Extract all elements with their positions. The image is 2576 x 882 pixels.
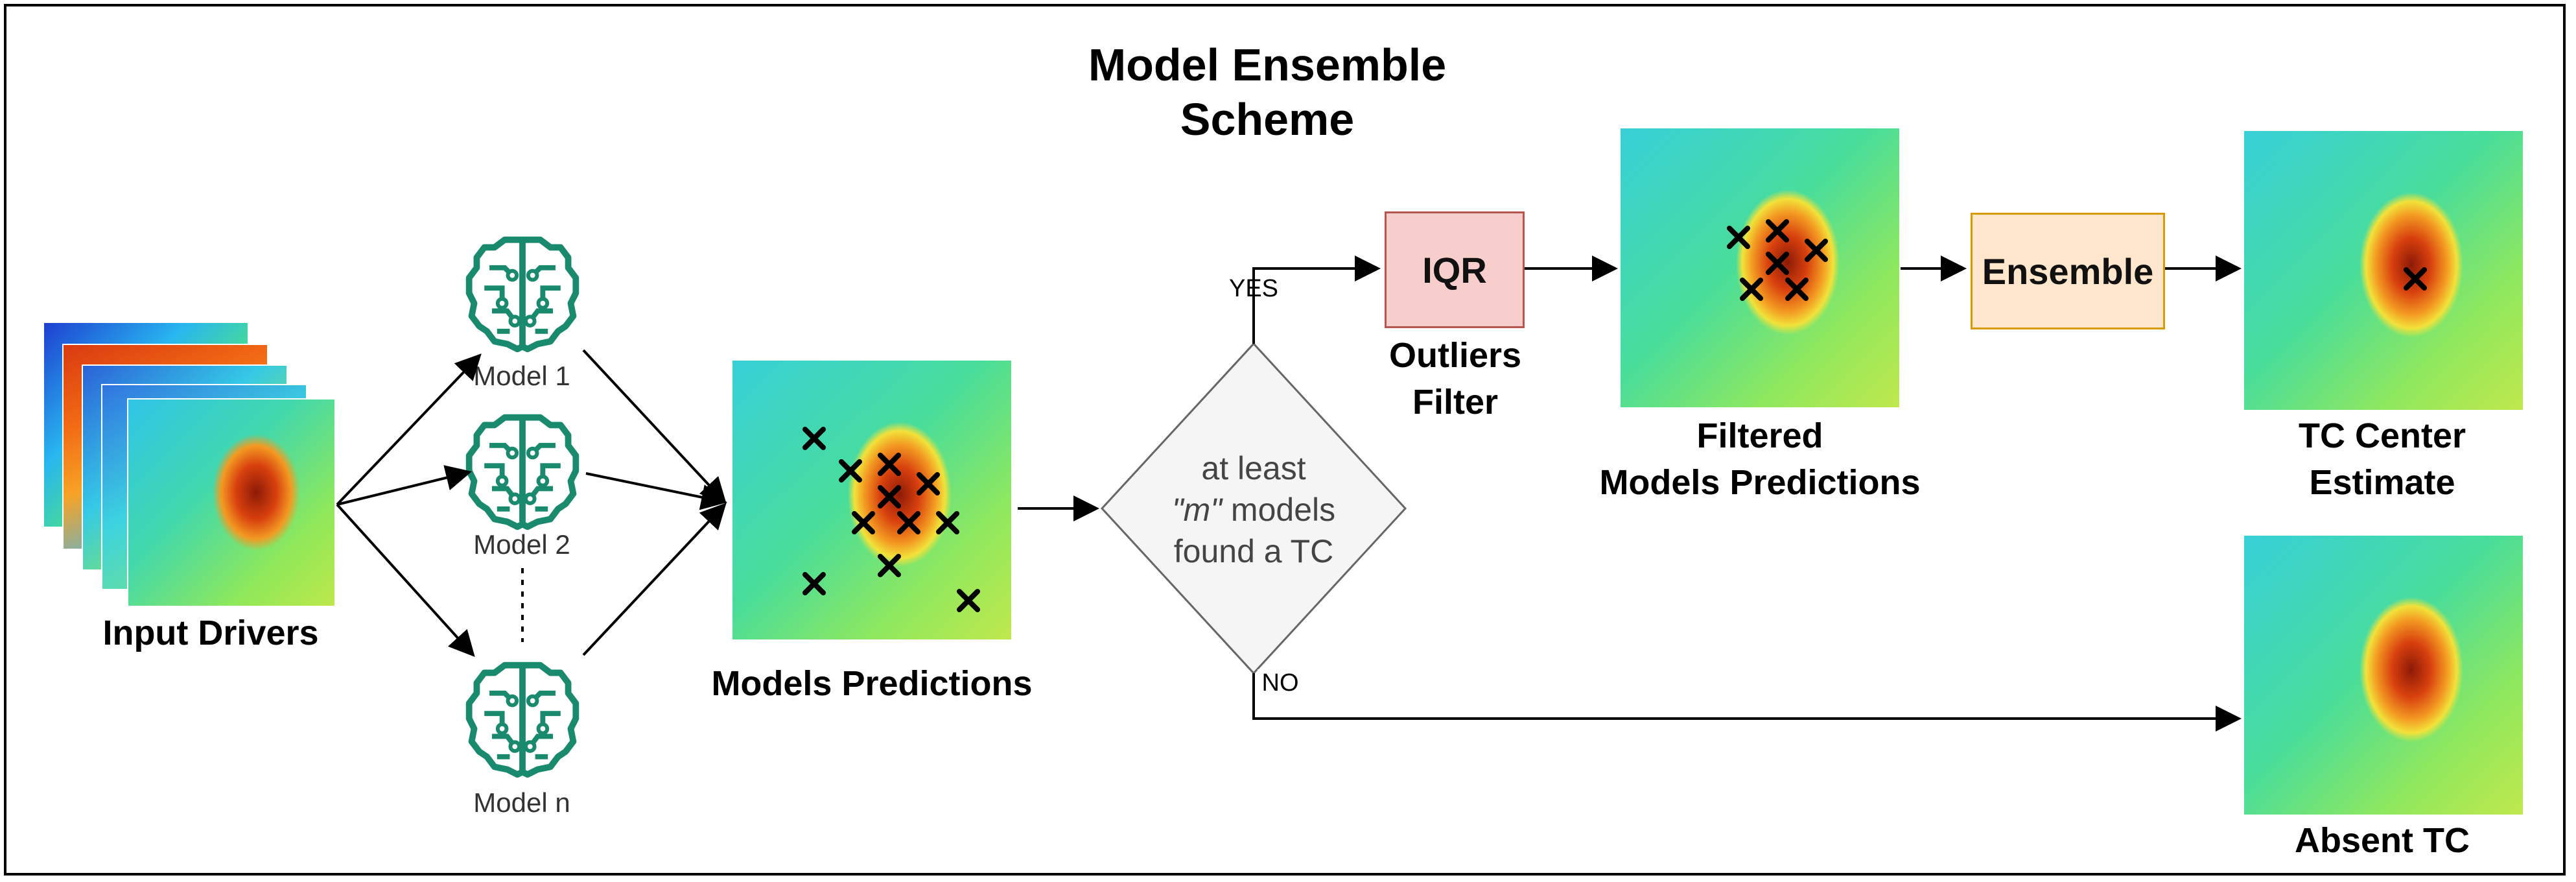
decision-line-1: at least	[1201, 450, 1306, 486]
neural-brain-icon	[465, 662, 580, 778]
neural-brain-icon	[465, 414, 580, 530]
absent-tc-heatmap	[2244, 536, 2523, 815]
neural-brain-icon	[465, 236, 580, 353]
models-predictions-heatmap	[732, 361, 1011, 639]
absent-tc-label: Absent TC	[2295, 821, 2470, 860]
filtered-predictions-heatmap	[1621, 128, 1899, 407]
decision-line-3: found a TC	[1173, 533, 1334, 569]
models-predictions-label: Models Predictions	[711, 664, 1033, 703]
decision-m-value: "m"	[1171, 492, 1223, 528]
decision-text: at least "m" models found a TC	[1141, 447, 1366, 572]
tc-center-label: TC Center Estimate	[2298, 416, 2466, 502]
no-label: NO	[1258, 669, 1303, 697]
model-1-brain-icon	[459, 230, 586, 357]
filtered-predictions-label: Filtered Models Predictions	[1599, 416, 1921, 502]
iqr-box: IQR	[1385, 211, 1525, 328]
model-2-brain-icon	[459, 407, 586, 534]
decision-line-2: "m" models	[1141, 489, 1366, 530]
input-drivers-label: Input Drivers	[102, 614, 319, 652]
decision-models-word: models	[1222, 492, 1336, 528]
ensemble-box: Ensemble	[1971, 213, 2165, 329]
outliers-filter-label: Outliers Filter	[1388, 336, 1522, 422]
diagram-title: Model Ensemble Scheme	[1088, 40, 1447, 145]
tc-center-heatmap	[2244, 131, 2523, 410]
yes-label: YES	[1224, 275, 1283, 303]
model-n-brain-icon	[459, 655, 586, 782]
input-driver-frame-5	[127, 398, 336, 607]
diagram-frame	[4, 4, 2566, 876]
model-n-label: Model n	[473, 787, 570, 818]
model-1-label: Model 1	[473, 361, 570, 391]
model-2-label: Model 2	[473, 529, 570, 560]
